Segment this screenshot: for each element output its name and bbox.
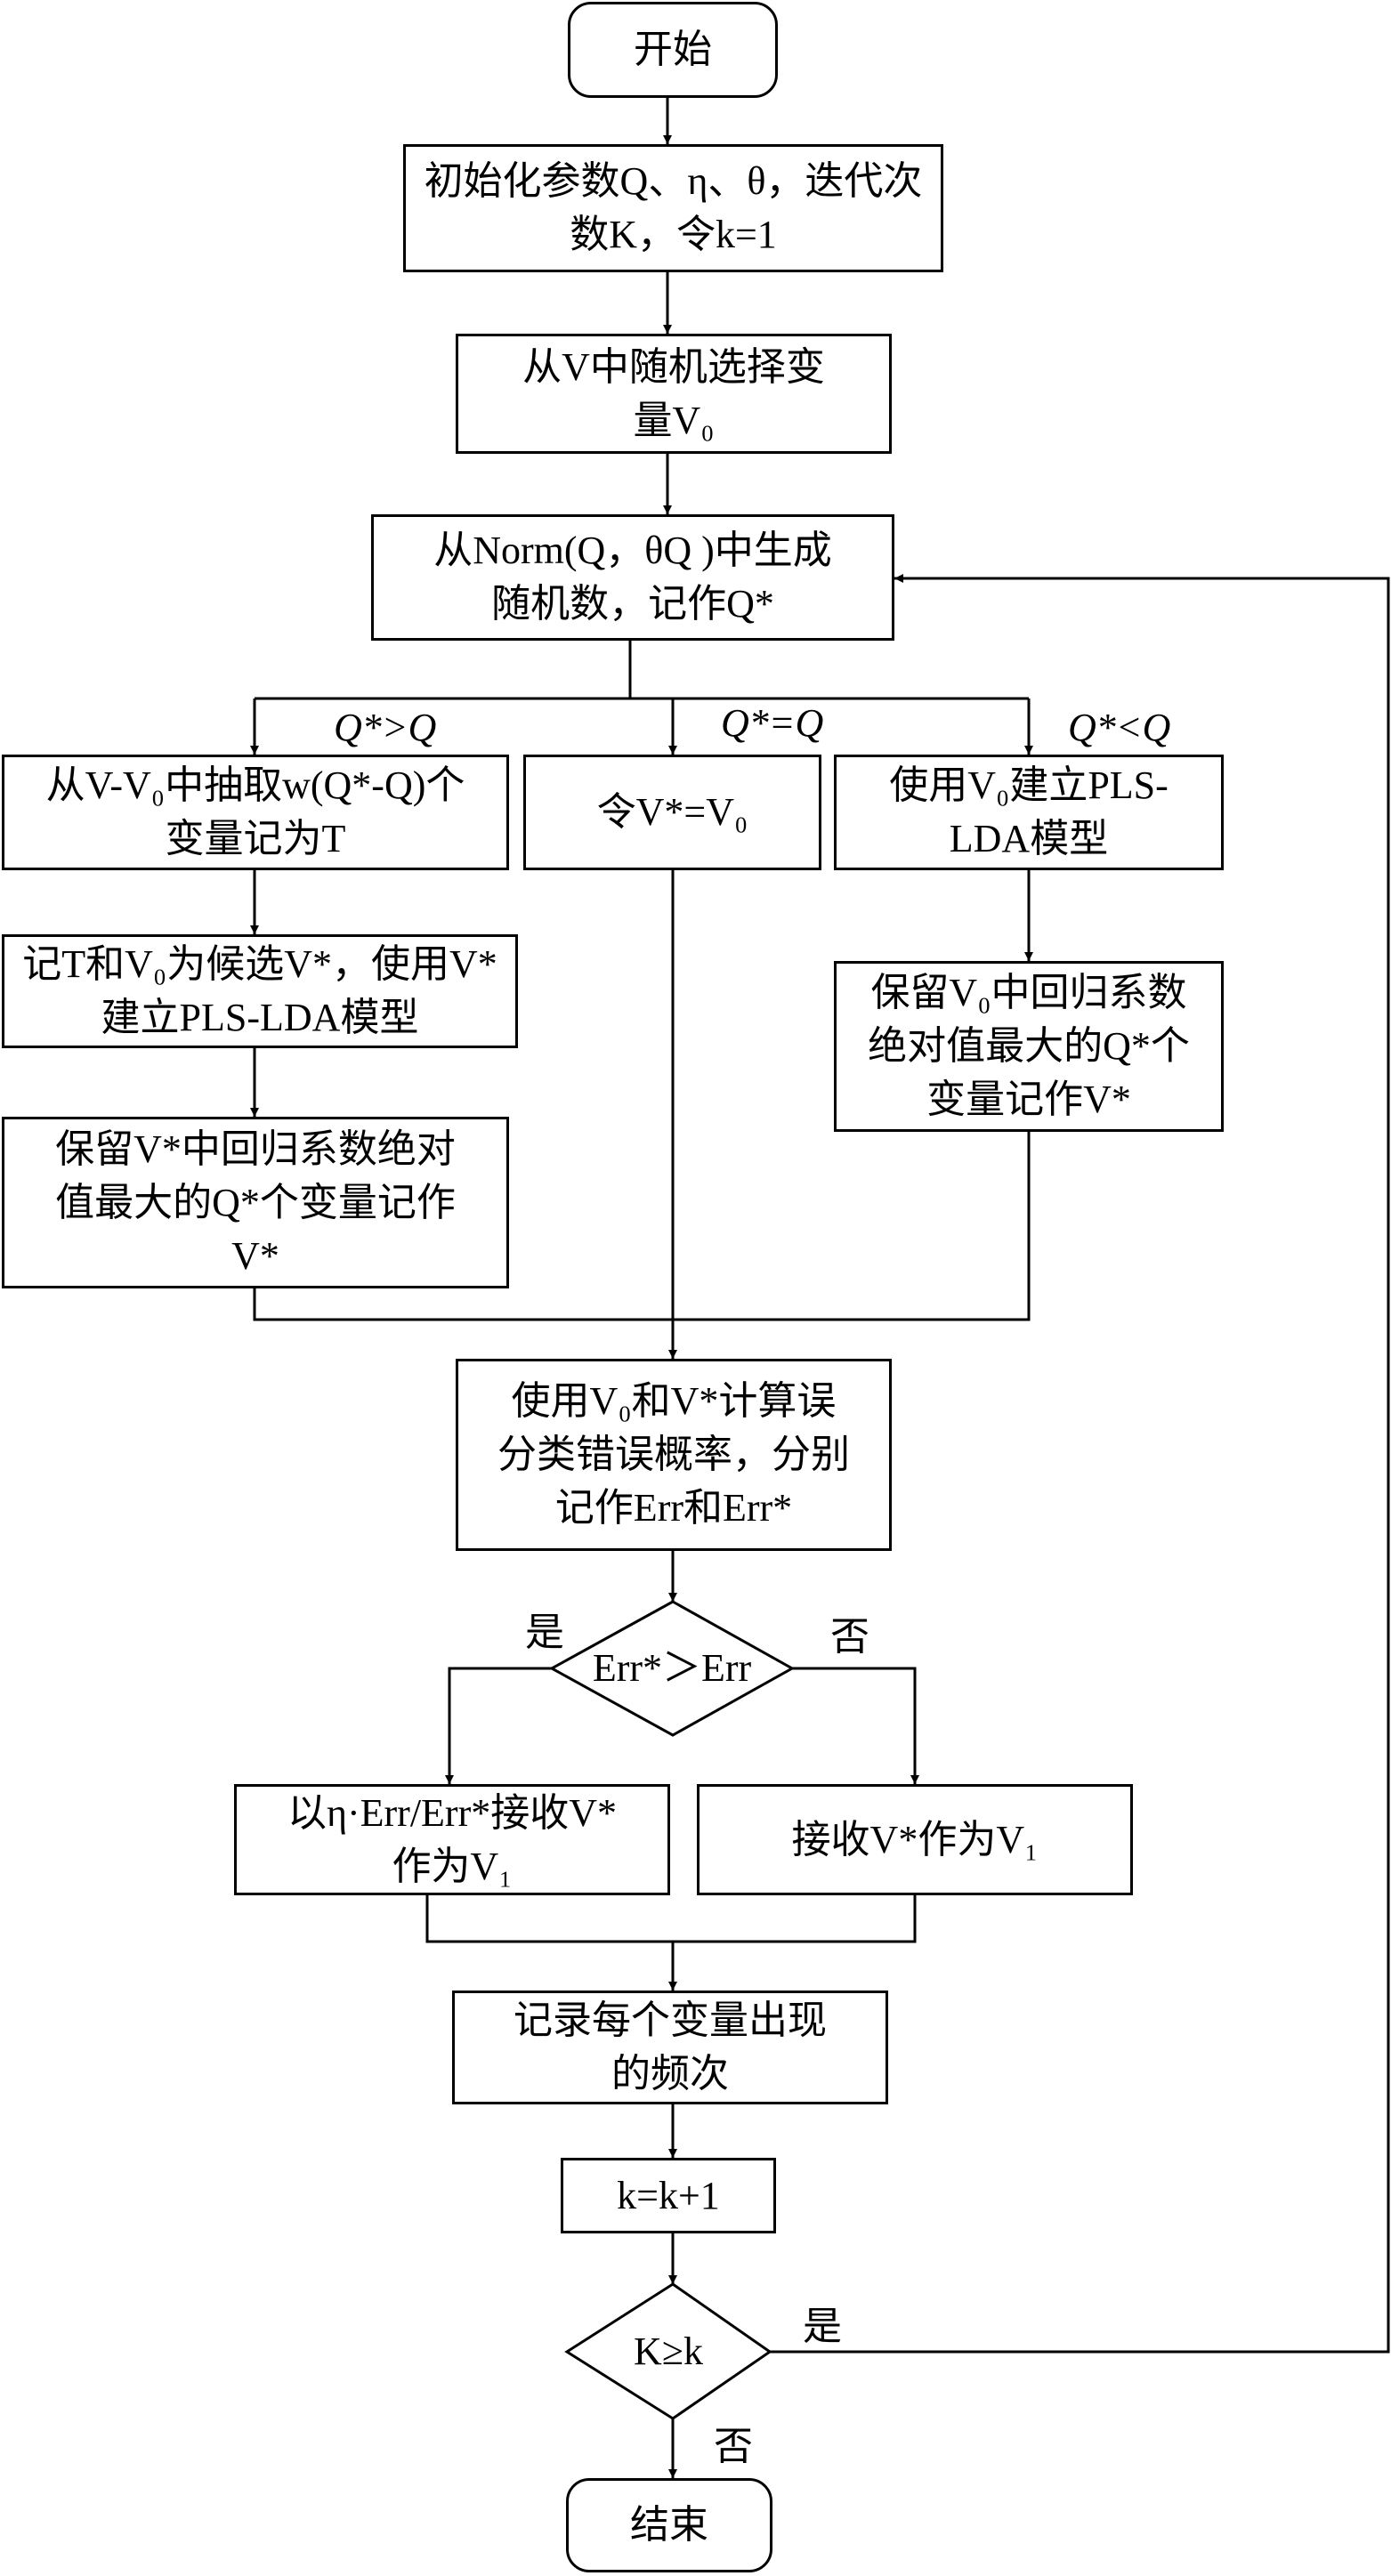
accept-probability-label: 以η·Err/Err*接收V*作为V₁ [287,1790,618,1888]
branch-label-less: Q*<Q [1068,706,1171,749]
start-node: 开始 [568,2,778,98]
accept-box: 接收V*作为V₁ [697,1784,1133,1895]
branch-label-loop-yes: 是 [803,2305,842,2348]
keep-vstar-box: 保留V*中回归系数绝对值最大的Q*个变量记作V* [2,1117,509,1288]
generate-random-box: 从Norm(Q，θQ )中生成随机数，记作Q* [371,514,894,641]
compare-err-label: Err*＞Err [592,1646,752,1690]
init-params-box: 初始化参数Q、η、θ，迭代次数K，令k=1 [403,144,943,272]
keep-v0-label: 保留V₀中回归系数绝对值最大的Q*个变量记作V* [868,971,1190,1121]
branch-label-err-yes: 是 [525,1611,564,1654]
check-k-label: K≥k [634,2330,703,2373]
branch-label-err-no: 否 [830,1615,869,1659]
generate-random-label: 从Norm(Q，θQ )中生成随机数，记作Q* [433,529,832,626]
candidate-model-box: 记T和V₀为候选V*，使用V*建立PLS-LDA模型 [2,934,518,1048]
accept-label: 接收V*作为V₁ [791,1817,1039,1861]
record-frequency-box: 记录每个变量出现的频次 [452,1991,888,2104]
record-frequency-label: 记录每个变量出现的频次 [514,1999,827,2096]
edge-loop-back [770,574,1390,2354]
edge-keepv0-merge [673,1132,1031,1321]
keep-vstar-label: 保留V*中回归系数绝对值最大的Q*个变量记作V* [55,1126,456,1278]
keep-v0-box: 保留V₀中回归系数绝对值最大的Q*个变量记作V* [834,961,1224,1132]
increment-k-box: k=k+1 [561,2158,776,2233]
end-label: 结束 [630,2503,708,2547]
branch-label-end-no: 否 [714,2425,753,2468]
extract-t-label: 从V-V₀中抽取w(Q*-Q)个变量记为T [45,763,465,860]
compare-err-decision: Err*＞Err [552,1642,792,1695]
calc-error-label: 使用V₀和V*计算误分类错误概率，分别记作Err和Err* [497,1379,850,1530]
compare-err-diamond [548,1600,796,1737]
edge-acceptprob-merge [425,1895,673,1943]
calc-error-box: 使用V₀和V*计算误分类错误概率，分别记作Err和Err* [456,1359,892,1551]
start-label: 开始 [634,28,712,71]
branch-label-equal: Q*=Q [721,701,824,745]
build-v0-model-box: 使用V₀建立PLS-LDA模型 [834,755,1224,870]
end-node: 结束 [566,2478,772,2572]
build-v0-model-label: 使用V₀建立PLS-LDA模型 [889,763,1169,860]
init-params-label: 初始化参数Q、η、θ，迭代次数K，令k=1 [424,159,923,256]
accept-probability-box: 以η·Err/Err*接收V*作为V₁ [234,1784,670,1895]
check-k-diamond [564,2282,772,2420]
set-equal-label: 令V*=V₀ [596,790,748,834]
select-v0-label: 从V中随机选择变量V₀ [522,344,825,442]
set-equal-box: 令V*=V₀ [523,755,821,870]
edge-accept-merge [673,1895,917,1943]
select-v0-box: 从V中随机选择变量V₀ [456,334,892,454]
edge-compare-no [792,1667,919,1784]
increment-k-label: k=k+1 [617,2173,720,2217]
check-k-decision: K≥k [567,2325,770,2378]
edge-keepvstar-merge [253,1288,673,1321]
branch-label-greater: Q*>Q [334,706,437,749]
extract-t-box: 从V-V₀中抽取w(Q*-Q)个变量记为T [2,755,509,870]
edge-compare-yes [445,1667,552,1784]
candidate-model-label: 记T和V₀为候选V*，使用V*建立PLS-LDA模型 [22,942,497,1039]
